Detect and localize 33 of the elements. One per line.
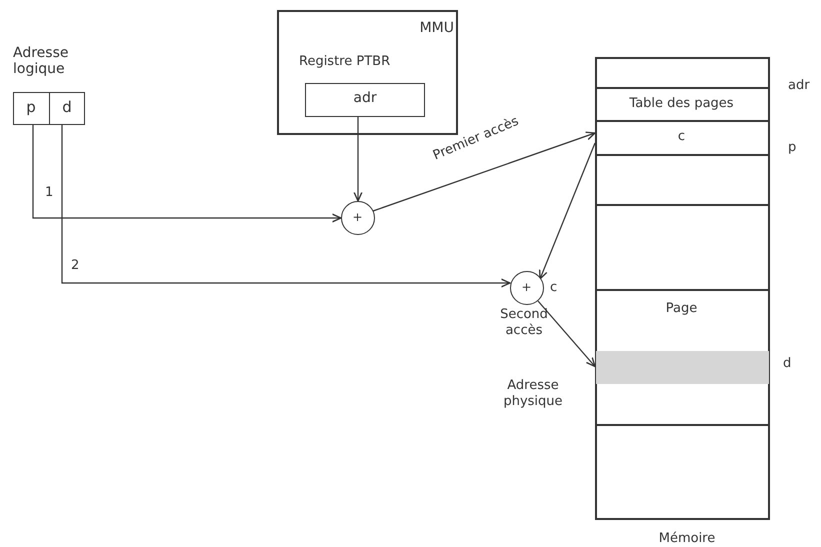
page-frame (595, 290, 770, 425)
field-label: p (25, 98, 37, 114)
adder-caption: Second accès (499, 307, 549, 339)
memory-row (595, 205, 770, 290)
output-label: Adresse physique (502, 378, 564, 410)
target-word-bar (596, 351, 769, 384)
row-address-label: c (550, 280, 558, 296)
mmu-box (277, 10, 458, 135)
register-label: Registre PTBR (299, 54, 392, 70)
box-title: MMU (418, 20, 454, 36)
register-value: adr (352, 90, 378, 106)
arrow (372, 132, 596, 212)
page-table-row (595, 88, 770, 121)
row-address-label: p (788, 140, 796, 156)
plus-sign: + (520, 279, 533, 295)
entry-value: c (676, 129, 686, 145)
page-label: Page (664, 301, 698, 317)
arrow (354, 117, 362, 202)
row-address-label: adr (788, 78, 810, 94)
address-heading: Adresse logique (13, 45, 70, 77)
page-table-entry (595, 121, 770, 155)
arrow (61, 125, 511, 288)
register-box (305, 83, 425, 117)
memory-row (595, 155, 770, 205)
arrow (32, 125, 342, 222)
plus-sign: + (351, 209, 364, 225)
table-label: Table des pages (628, 96, 735, 112)
arrow (538, 300, 596, 368)
row-address-label: d (783, 356, 792, 372)
memory-caption: Mémoire (658, 531, 716, 547)
field-label: d (61, 98, 73, 114)
adder-circle (341, 201, 375, 235)
arrow (539, 142, 596, 280)
